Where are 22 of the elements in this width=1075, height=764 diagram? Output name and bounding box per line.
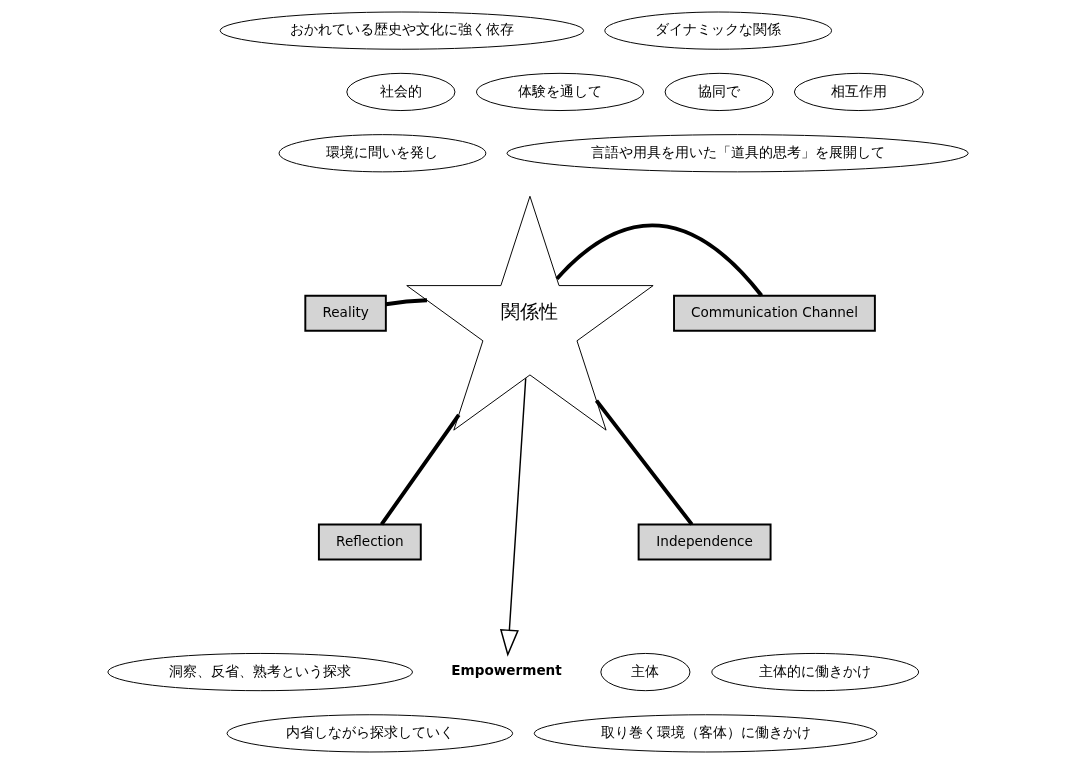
node-box: Reality	[303, 294, 387, 332]
node-box: Independence	[637, 523, 772, 561]
node-ellipse: 言語や用具を用いた「道具的思考」を展開して	[505, 134, 969, 173]
node-ellipse: 体験を通して	[475, 72, 644, 112]
node-ellipse: 主体的に働きかけ	[710, 652, 919, 692]
connector	[594, 399, 693, 526]
node-ellipse: 環境に問いを発し	[278, 134, 486, 173]
node-ellipse: ダイナミックな関係	[603, 11, 832, 50]
node-ellipse: 相互作用	[793, 72, 924, 112]
node-box: Reflection	[317, 523, 422, 561]
node-ellipse: 洞察、反省、熟考という探求	[106, 652, 413, 692]
connector	[385, 298, 427, 307]
node-ellipse: 内省しながら探求していく	[226, 714, 513, 753]
node-box: Communication Channel	[672, 294, 876, 332]
node-ellipse: 社会的	[345, 72, 455, 112]
node-ellipse: おかれている歴史や文化に強く依存	[219, 11, 584, 50]
node-ellipse: 取り巻く環境（客体）に働きかけ	[533, 714, 877, 753]
node-ellipse: 協同で	[664, 72, 774, 112]
connector	[379, 413, 460, 526]
arrow	[499, 377, 526, 657]
node-ellipse: 主体	[599, 652, 690, 692]
node-text: Empowerment	[450, 661, 562, 678]
